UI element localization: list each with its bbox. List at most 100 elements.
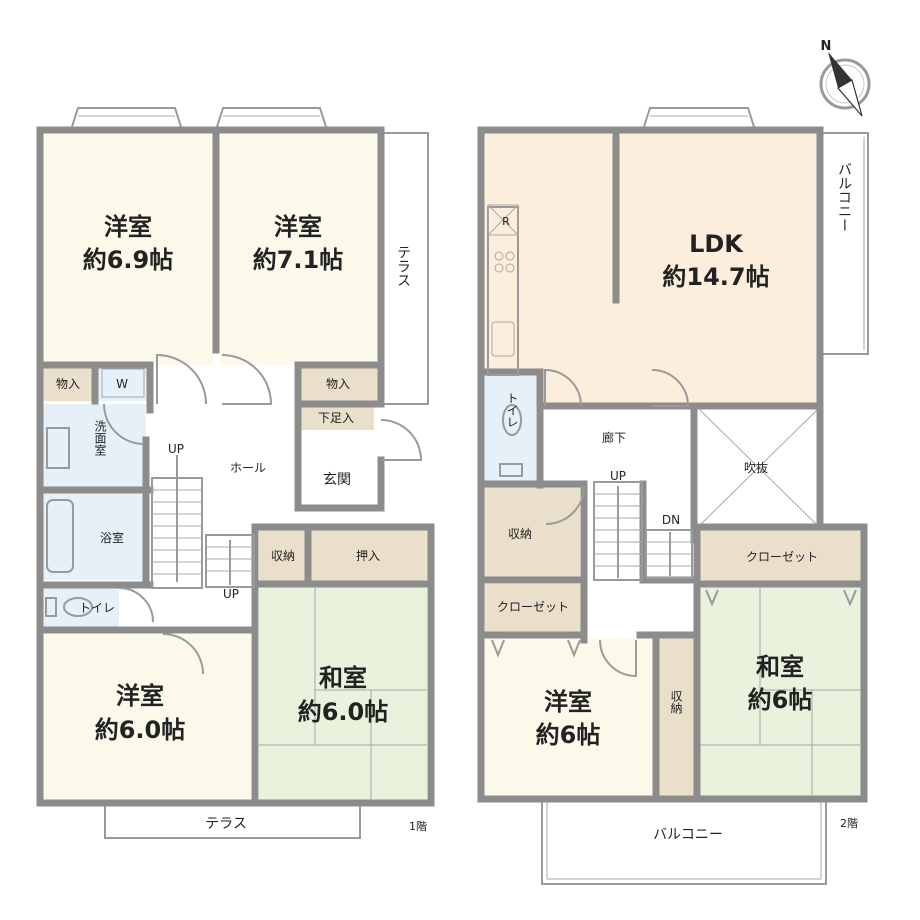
bath-fill — [43, 492, 146, 580]
door-swing — [545, 485, 585, 525]
room-d-name: 和室 — [319, 664, 367, 692]
toilet-bowl-1f — [63, 597, 93, 617]
hall-label: ホール — [230, 461, 266, 475]
room-western-6-fill — [484, 638, 658, 796]
closet-left-label: クローゼット — [497, 600, 569, 614]
room-a-name: 洋室 — [104, 213, 152, 241]
shoe-storage-fill — [298, 404, 374, 430]
tatami-lines-1f — [259, 586, 427, 800]
closet-b-label: 物入 — [326, 377, 350, 391]
room-western-7-1-fill — [220, 133, 378, 365]
door-swing — [599, 639, 637, 678]
storage-small-fill — [259, 530, 307, 582]
terrace-side-label: テラス — [395, 245, 411, 287]
terrace-side-outline — [378, 132, 429, 405]
closet-b-fill — [298, 365, 378, 401]
bay-window-b — [214, 107, 329, 134]
balcony-side-label: バルコニー — [836, 162, 852, 232]
room-c-name: 洋室 — [116, 682, 164, 710]
closet-left-fill — [484, 584, 582, 632]
stove-burner — [505, 251, 515, 261]
toilet-2f-label: トイレ — [505, 392, 519, 428]
bay-window-a — [69, 107, 184, 134]
stairs-1f — [151, 455, 255, 589]
closet-a-label: 物入 — [56, 377, 80, 391]
room-b-name: 洋室 — [274, 213, 322, 241]
washroom-label: 洗面室 — [93, 420, 107, 456]
room-e-name: 洋室 — [544, 688, 592, 716]
terrace-bottom-label: テラス — [205, 816, 247, 832]
stove-burner — [494, 251, 504, 261]
stairs-up-1-label: UP — [168, 442, 184, 456]
door-swing — [221, 354, 273, 405]
room-japanese-6-fill — [700, 586, 861, 796]
door-swing — [651, 369, 690, 407]
closet-right-label: クローゼット — [746, 550, 818, 564]
tatami-lines-2f — [700, 586, 861, 796]
stove-burner — [505, 263, 515, 273]
door-swing — [380, 419, 423, 461]
ldk-fill — [484, 133, 817, 405]
balcony-bottom-label: バルコニー — [653, 827, 723, 843]
toilet-bowl-2f — [502, 404, 522, 436]
void-label: 吹抜 — [744, 461, 768, 475]
room-a-size: 約6.9帖 — [83, 246, 174, 274]
bay-window-c — [641, 107, 757, 134]
room-western-6-9-fill — [43, 133, 213, 365]
washroom-fill — [43, 404, 146, 488]
terrace-bottom-outline — [104, 800, 361, 839]
room-western-6-0-fill — [43, 634, 251, 800]
balcony-bottom-outline — [541, 799, 827, 885]
storage-2f-label: 収納 — [508, 527, 532, 541]
floor-1: 洋室 約6.9帖 洋室 約7.1帖 テラス 物入 W 物入 下足入 洗面室 ホー… — [36, 107, 435, 839]
void-x — [699, 409, 818, 526]
closet-right-fill — [700, 530, 861, 582]
fridge-outline — [487, 204, 519, 236]
washer-label: W — [116, 377, 128, 391]
storage-small-label: 収納 — [271, 549, 295, 563]
door-swing — [156, 353, 207, 405]
balcony-side-outline — [820, 132, 869, 355]
stairs-down-label: DN — [662, 513, 680, 527]
compass-north-label: N — [821, 39, 832, 54]
washer-area-fill — [97, 365, 149, 401]
room-d-size: 約6.0帖 — [298, 698, 389, 726]
room-e-size: 約6帖 — [536, 721, 601, 749]
storage-vertical-fill — [658, 638, 694, 796]
entrance-label: 玄関 — [323, 471, 351, 488]
room-japanese-6-0-fill — [259, 586, 427, 800]
shoe-storage-label: 下足入 — [318, 411, 354, 425]
toilet-1f-label: トイレ — [79, 601, 115, 615]
wash-basin — [46, 427, 70, 469]
ldk-name: LDK — [689, 230, 744, 258]
washer-outline — [101, 368, 145, 398]
closet-a-fill — [43, 365, 93, 401]
sink — [491, 321, 515, 357]
floor-2: R LDK 約14.7帖 バルコニー トイレ 廊下 UP DN 吹抜 収納 クロ… — [477, 107, 869, 885]
door-swing — [118, 587, 154, 623]
kitchen-fixtures — [487, 204, 519, 376]
door-swing — [162, 633, 204, 675]
door-swing — [103, 403, 145, 445]
floor1-outer-wall — [36, 126, 385, 408]
fridge-label: R — [502, 215, 510, 228]
compass-icon: N — [819, 39, 871, 117]
bath-label: 浴室 — [100, 530, 124, 545]
closet-door-marks — [491, 639, 505, 658]
stairs-up-2-label: UP — [223, 587, 239, 601]
storage-vertical-label: 収納 — [669, 690, 683, 714]
room-c-size: 約6.0帖 — [95, 716, 186, 744]
storage-2f-fill — [484, 486, 580, 578]
stove-burner — [494, 263, 504, 273]
room-f-name: 和室 — [756, 653, 804, 681]
floor2-label: 2階 — [840, 816, 858, 830]
oshiire-label: 押入 — [356, 549, 380, 563]
floor1-label: 1階 — [409, 819, 427, 833]
stairs-up-2f-label: UP — [610, 469, 626, 483]
door-swing — [544, 368, 582, 407]
room-f-size: 約6帖 — [748, 686, 813, 714]
bathtub — [46, 499, 74, 573]
corridor-label: 廊下 — [602, 430, 626, 445]
oshiire-fill — [310, 530, 428, 582]
